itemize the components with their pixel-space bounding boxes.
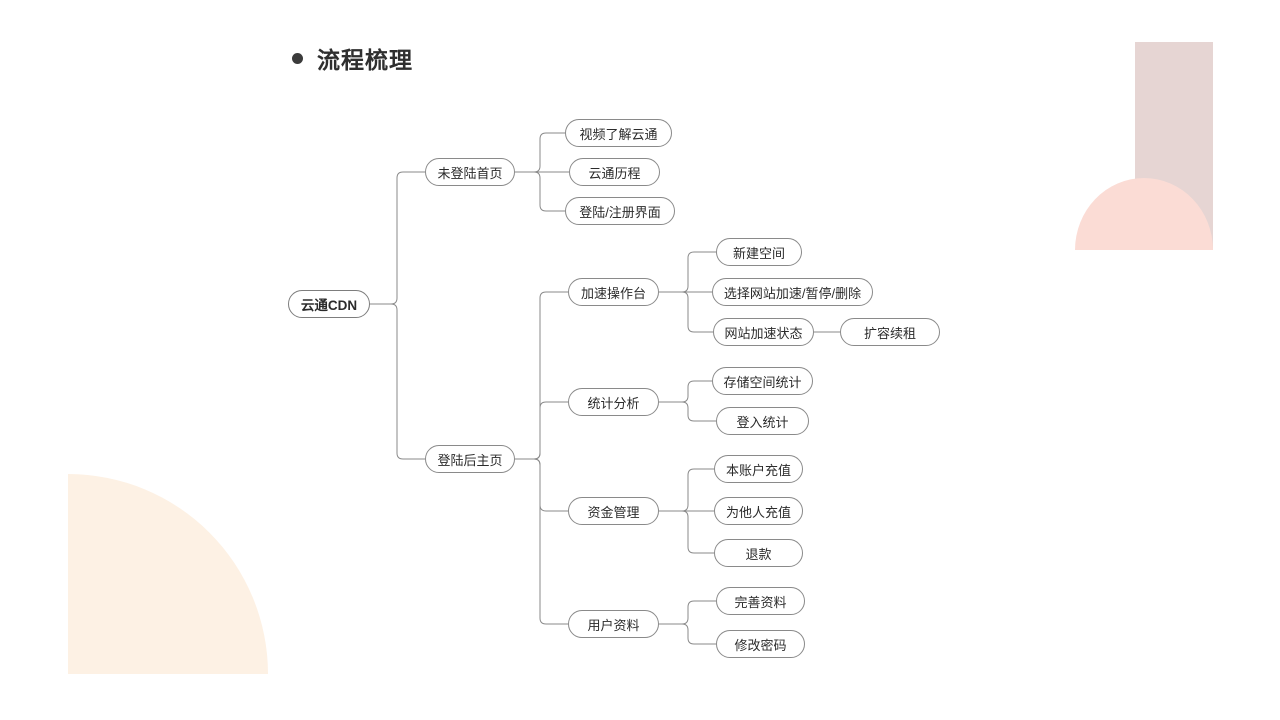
mindmap-node-n231[interactable]: 本账户充值 (714, 455, 803, 483)
node-label: 登入统计 (736, 414, 789, 430)
mindmap-edge (515, 458, 568, 625)
mindmap-edge (515, 458, 568, 512)
mindmap-edge (659, 600, 716, 625)
mindmap-node-n213[interactable]: 网站加速状态 (713, 318, 814, 346)
mindmap-edge (659, 468, 714, 512)
mindmap-node-n241[interactable]: 完善资料 (716, 587, 805, 615)
mindmap-edge (370, 171, 425, 305)
mindmap-edge (515, 401, 568, 460)
node-label: 修改密码 (734, 637, 787, 653)
mindmap-node-n21[interactable]: 加速操作台 (568, 278, 659, 306)
node-label: 云通CDN (300, 298, 358, 313)
mindmap-node-n2[interactable]: 登陆后主页 (425, 445, 515, 473)
mindmap-node-n221[interactable]: 存储空间统计 (712, 367, 813, 395)
mindmap-edge (659, 291, 713, 333)
mindmap-node-n12[interactable]: 云通历程 (569, 158, 660, 186)
mindmap-node-n23[interactable]: 资金管理 (568, 497, 659, 525)
node-label: 登陆后主页 (437, 452, 503, 468)
mindmap-node-n2131[interactable]: 扩容续租 (840, 318, 940, 346)
page-title: 流程梳理 (317, 48, 413, 73)
mindmap-edge (659, 401, 716, 422)
node-label: 统计分析 (587, 395, 640, 411)
mindmap-node-n13[interactable]: 登陆/注册界面 (565, 197, 675, 225)
node-label: 为他人充值 (725, 504, 791, 520)
node-label: 新建空间 (732, 245, 785, 261)
mindmap-node-n222[interactable]: 登入统计 (716, 407, 809, 435)
mindmap-node-n1[interactable]: 未登陆首页 (425, 158, 515, 186)
mindmap-node-n11[interactable]: 视频了解云通 (565, 119, 672, 147)
node-label: 本账户充值 (725, 462, 791, 478)
mindmap-node-n211[interactable]: 新建空间 (716, 238, 802, 266)
node-label: 登陆/注册界面 (579, 204, 661, 220)
slide-title-row: 流程梳理 (292, 41, 413, 75)
node-label: 完善资料 (734, 594, 787, 610)
mindmap-node-n24[interactable]: 用户资料 (568, 610, 659, 638)
bullet-icon (292, 52, 303, 64)
mindmap-node-n212[interactable]: 选择网站加速/暂停/删除 (712, 278, 873, 306)
mindmap-edge (659, 623, 716, 645)
mindmap-node-n22[interactable]: 统计分析 (568, 388, 659, 416)
node-label: 选择网站加速/暂停/删除 (723, 285, 862, 301)
node-label: 退款 (745, 546, 772, 562)
node-label: 网站加速状态 (724, 325, 803, 341)
node-label: 加速操作台 (580, 285, 646, 301)
node-label: 云通历程 (588, 165, 641, 181)
node-label: 资金管理 (587, 504, 640, 520)
node-label: 未登陆首页 (437, 165, 503, 181)
mindmap-edge (515, 132, 565, 173)
mindmap-node-n242[interactable]: 修改密码 (716, 630, 805, 658)
mindmap-edge (370, 303, 425, 460)
node-label: 用户资料 (587, 617, 640, 633)
node-label: 视频了解云通 (579, 126, 658, 142)
mindmap-edge (659, 251, 716, 293)
mindmap-node-root[interactable]: 云通CDN (288, 290, 370, 318)
node-label: 扩容续租 (863, 325, 916, 341)
mindmap-edge (515, 291, 568, 460)
node-label: 存储空间统计 (723, 374, 802, 390)
mindmap-edge (659, 510, 714, 554)
mindmap-node-n232[interactable]: 为他人充值 (714, 497, 803, 525)
mindmap-edge (659, 380, 712, 403)
mindmap-node-n233[interactable]: 退款 (714, 539, 803, 567)
mindmap-edge (515, 171, 565, 212)
